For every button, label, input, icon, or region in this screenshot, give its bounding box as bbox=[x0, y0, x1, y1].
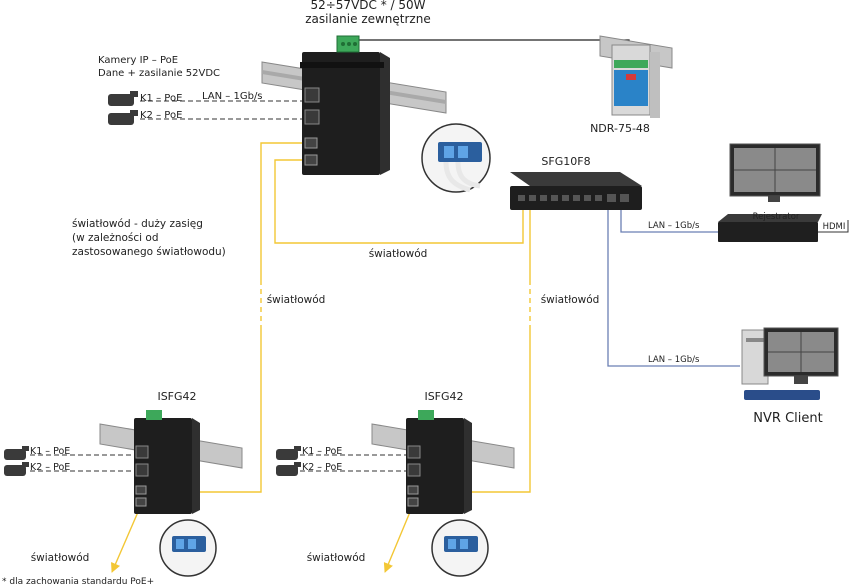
fiber-note-1: światłowód - duży zasięg bbox=[72, 218, 203, 230]
footnote: * dla zachowania standardu PoE+ bbox=[2, 577, 154, 587]
fiber-top-to-core bbox=[274, 159, 524, 244]
camera-icon bbox=[276, 446, 301, 460]
camera-icon bbox=[108, 91, 138, 106]
left-switch-body bbox=[134, 418, 192, 514]
connections bbox=[30, 39, 849, 573]
fiber-note-3: zastosowanego światłowodu) bbox=[72, 246, 226, 258]
sfp-port-2 bbox=[304, 154, 318, 166]
top-switch-assembly bbox=[261, 35, 447, 175]
fiber-left-label: światłowód bbox=[267, 294, 326, 306]
left-fiber-out-label: światłowód bbox=[31, 552, 90, 564]
core-switch-ports bbox=[518, 194, 629, 202]
lan-recorder-label: LAN – 1Gb/s bbox=[648, 221, 700, 231]
fiber-note-2: (w zależności od bbox=[72, 232, 159, 244]
hdmi-label: HDMI bbox=[823, 222, 846, 232]
core-switch bbox=[510, 172, 642, 210]
top-k2-label: K2 – PoE bbox=[140, 110, 182, 121]
left-model-label: ISFG42 bbox=[157, 390, 196, 403]
recorder-monitor bbox=[718, 143, 822, 242]
fiber-out-left bbox=[111, 505, 139, 573]
cameras-title-2: Dane + zasilanie 52VDC bbox=[98, 68, 220, 79]
core-fiber-label: światłowód bbox=[369, 248, 428, 260]
top-k1-label: K1 – PoE bbox=[140, 93, 182, 104]
power-cable bbox=[356, 39, 630, 52]
lan-core-to-client bbox=[607, 210, 740, 367]
core-model-label: SFG10F8 bbox=[541, 155, 590, 168]
cameras-title-1: Kamery IP – PoE bbox=[98, 55, 178, 66]
mid-switch-assembly bbox=[371, 410, 515, 577]
fiber-right-label: światłowód bbox=[541, 294, 600, 306]
left-k2-label: K2 – PoE bbox=[30, 462, 70, 473]
fiber-out-mid bbox=[383, 505, 411, 573]
hdmi-line bbox=[805, 220, 849, 233]
mid-model-label: ISFG42 bbox=[424, 390, 463, 403]
camera-icon bbox=[4, 462, 29, 476]
camera-icon bbox=[108, 110, 138, 125]
cameras bbox=[4, 91, 301, 476]
top-switch-body bbox=[302, 52, 380, 175]
keyboard bbox=[744, 390, 820, 400]
camera-icon bbox=[4, 446, 29, 460]
mid-k1-label: K1 – PoE bbox=[302, 446, 342, 457]
mid-fiber-out-label: światłowód bbox=[307, 552, 366, 564]
power-voltage-label: 52÷57VDC * / 50W bbox=[310, 0, 425, 12]
fiber-connector-zoom-top bbox=[421, 123, 491, 193]
recorder-label: Rejestrator bbox=[753, 212, 800, 222]
rj45-port-2 bbox=[304, 109, 320, 125]
sfp-port-1 bbox=[304, 137, 318, 149]
nvr-client bbox=[741, 327, 839, 400]
mid-k2-label: K2 – PoE bbox=[302, 462, 342, 473]
mid-switch-body bbox=[406, 418, 464, 514]
recorder-body bbox=[718, 222, 818, 242]
power-external-label: zasilanie zewnętrzne bbox=[305, 12, 430, 26]
rj45-port-1 bbox=[304, 87, 320, 103]
left-switch-assembly bbox=[99, 410, 243, 577]
camera-icon bbox=[276, 462, 301, 476]
top-lan-label: LAN – 1Gb/s bbox=[202, 91, 263, 102]
lan-client-label: LAN – 1Gb/s bbox=[648, 355, 700, 365]
psu bbox=[599, 35, 673, 118]
fiber-top-to-left bbox=[260, 142, 305, 280]
psu-model-label: NDR-75-48 bbox=[590, 122, 650, 135]
lan-core-to-recorder bbox=[620, 210, 718, 233]
left-k1-label: K1 – PoE bbox=[30, 446, 70, 457]
nvr-client-label: NVR Client bbox=[753, 411, 822, 426]
